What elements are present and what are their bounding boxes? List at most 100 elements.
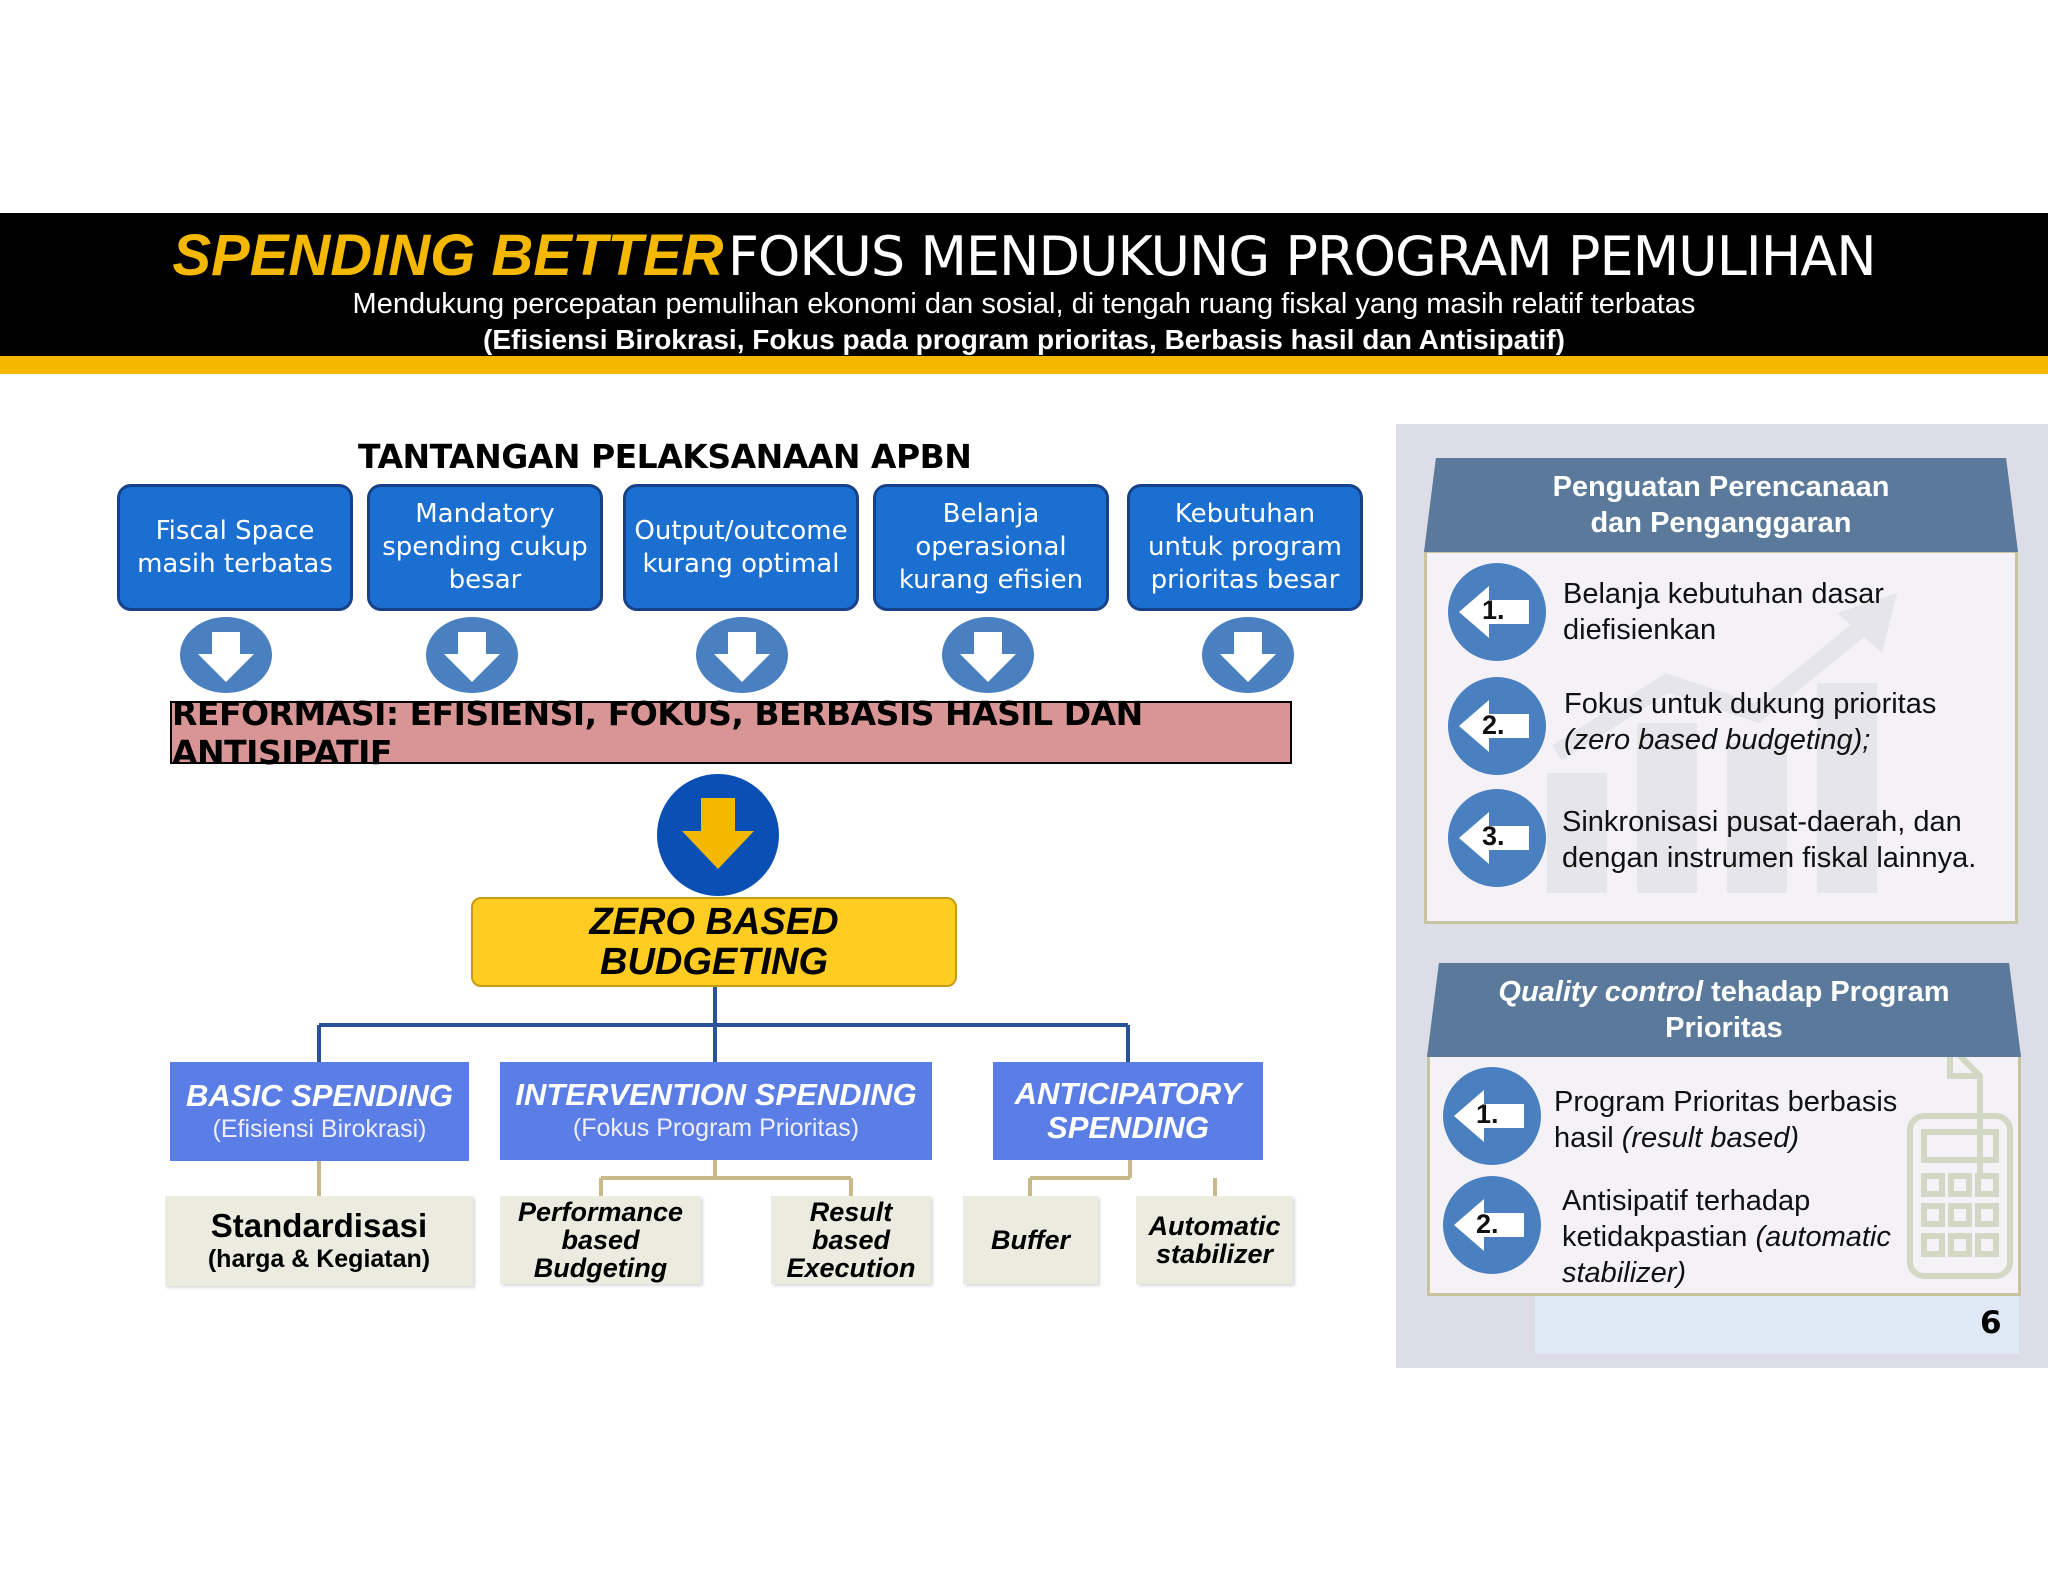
panel-header-perencanaan: Penguatan Perencanaan dan Penganggaran: [1424, 458, 2018, 552]
down-arrow-icon: [180, 617, 272, 693]
challenges-heading: TANTANGAN PELAKSANAAN APBN: [358, 437, 972, 476]
panel2-item-1-line1: Program Prioritas berbasis: [1554, 1086, 1898, 1118]
basic-spending-sub: (Efisiensi Birokrasi): [212, 1114, 427, 1143]
panel2-head-rest: tehadap Program: [1711, 976, 1950, 1008]
panel1-item-3: Sinkronisasi pusat-daerah, dan dengan in…: [1562, 804, 1976, 876]
standardisasi-box: Standardisasi (harga & Kegiatan): [165, 1196, 473, 1286]
anticipatory-spending-box: ANTICIPATORY SPENDING: [993, 1062, 1263, 1160]
panel2-head-italic: Quality control: [1498, 976, 1704, 1008]
panel1-item-2-line2: (zero based budgeting);: [1564, 724, 1871, 756]
panel2-item-1: Program Prioritas berbasis hasil (result…: [1554, 1084, 1897, 1156]
panel2-item-2-line2-plain: ketidakpastian: [1562, 1221, 1748, 1253]
result-based-execution-box: Result based Execution: [771, 1196, 931, 1284]
intervention-spending-box: INTERVENTION SPENDING (Fokus Program Pri…: [500, 1062, 932, 1160]
down-arrow-icon: [696, 617, 788, 693]
result-line1: Result: [809, 1197, 893, 1227]
anticipatory-spending-title-line1: ANTICIPATORY: [1014, 1076, 1242, 1111]
down-arrow-icon: [426, 617, 518, 693]
challenge-line: operasional: [915, 532, 1067, 562]
down-arrow-icon: [942, 617, 1034, 693]
performance-line1: Performance: [517, 1197, 684, 1227]
challenge-line: Belanja: [942, 499, 1040, 529]
panel1-item-1-line1: Belanja kebutuhan dasar: [1563, 578, 1884, 610]
panel1-item-number: 1.: [1482, 595, 1505, 625]
panel2-item-number: 2.: [1476, 1209, 1499, 1239]
panel2-head-line2: Prioritas: [1665, 1012, 1783, 1044]
standardisasi-title: Standardisasi: [210, 1207, 428, 1244]
anticipatory-spending-title-line2: SPENDING: [1047, 1110, 1209, 1145]
challenge-line: untuk program: [1148, 532, 1342, 562]
challenge-line: spending cukup: [382, 532, 588, 562]
title-rest: FOKUS MENDUKUNG PROGRAM PEMULIHAN: [727, 225, 1877, 288]
automatic-line1: Automatic: [1148, 1211, 1281, 1241]
standardisasi-sub: (harga & Kegiatan): [207, 1245, 431, 1273]
panel2-item-1-line2-italic: (result based): [1621, 1122, 1800, 1154]
panel1-item-2: Fokus untuk dukung prioritas (zero based…: [1564, 686, 1936, 758]
title-emphasis: SPENDING BETTER: [172, 223, 724, 288]
left-arrow-number-icon: [1448, 789, 1546, 887]
challenge-line: kurang optimal: [642, 548, 840, 579]
result-line2: based: [811, 1225, 891, 1255]
challenge-line: prioritas besar: [1150, 565, 1340, 595]
performance-line2: based: [561, 1225, 640, 1255]
panel1-item-number: 3.: [1482, 821, 1505, 851]
panel-footer-band: [1535, 1296, 2019, 1354]
panel1-head-line2: dan Penganggaran: [1590, 507, 1852, 539]
title-banner: [0, 213, 2048, 356]
left-arrow-number-icon: [1448, 563, 1546, 661]
buffer-box: Buffer: [963, 1196, 1098, 1284]
challenge-line: kurang efisien: [898, 565, 1084, 595]
down-arrow-icon: [1202, 617, 1294, 693]
subtitle: Mendukung percepatan pemulihan ekonomi d…: [352, 288, 1696, 320]
panel1-head-line1: Penguatan Perencanaan: [1552, 471, 1890, 503]
panel1-item-number: 2.: [1482, 710, 1505, 740]
growth-chart-watermark-icon: [1547, 593, 1897, 893]
intervention-spending-title: INTERVENTION SPENDING: [515, 1077, 917, 1112]
left-arrow-number-icon: [1443, 1176, 1541, 1274]
panel2-item-2-line1: Antisipatif terhadap: [1562, 1185, 1811, 1217]
buffer-label: Buffer: [990, 1225, 1070, 1255]
panel1-item-1-line2: diefisienkan: [1563, 614, 1717, 646]
automatic-stabilizer-box: Automatic stabilizer: [1136, 1196, 1293, 1284]
reform-bar: REFORMASI: EFISIENSI, FOKUS, BERBASIS HA…: [170, 694, 1292, 772]
subtitle-principles: (Efisiensi Birokrasi, Fokus pada program…: [483, 324, 1565, 355]
performance-line3: Budgeting: [533, 1253, 668, 1283]
page-title: SPENDING BETTER FOKUS MENDUKUNG PROGRAM …: [0, 222, 2048, 289]
left-arrow-number-icon: [1448, 677, 1546, 775]
zbb-line1: ZERO BASED: [589, 901, 839, 943]
page-number: 6: [1980, 1305, 2002, 1341]
title-underline-stripe: [0, 356, 2048, 374]
intervention-spending-sub: (Fokus Program Prioritas): [572, 1114, 860, 1142]
left-arrow-number-icon: [1443, 1067, 1541, 1165]
challenge-line: besar: [448, 565, 522, 595]
reform-label: REFORMASI: EFISIENSI, FOKUS, BERBASIS HA…: [172, 693, 1143, 772]
panel1-item-3-line2: dengan instrumen fiskal lainnya.: [1562, 842, 1977, 874]
challenge-line: Mandatory: [415, 499, 555, 529]
panel1-item-3-line1: Sinkronisasi pusat-daerah, dan: [1562, 806, 1962, 838]
challenge-line: masih terbatas: [137, 548, 333, 579]
performance-based-budgeting-box: Performance based Budgeting: [500, 1196, 701, 1284]
challenge-line: Kebutuhan: [1174, 499, 1316, 529]
panel1-item-1: Belanja kebutuhan dasar diefisienkan: [1563, 576, 1884, 648]
big-down-arrow-icon: [657, 774, 779, 896]
zero-based-budgeting-box: ZERO BASED BUDGETING: [471, 897, 957, 987]
panel2-item-1-line2-plain: hasil: [1554, 1122, 1614, 1154]
zbb-line2: BUDGETING: [600, 941, 828, 983]
basic-spending-title: BASIC SPENDING: [186, 1077, 453, 1113]
challenge-line: Output/outcome: [634, 515, 848, 546]
automatic-line2: stabilizer: [1155, 1239, 1274, 1269]
basic-spending-box: BASIC SPENDING (Efisiensi Birokrasi): [170, 1062, 469, 1161]
panel2-item-2-line2-italic: (automatic: [1755, 1221, 1891, 1253]
panel2-item-number: 1.: [1476, 1099, 1499, 1129]
panel-header-quality-control: Quality control tehadap Program Priorita…: [1427, 963, 2021, 1057]
panel2-item-2-line3-italic: stabilizer): [1562, 1257, 1687, 1289]
panel1-item-2-line1: Fokus untuk dukung prioritas: [1564, 688, 1937, 720]
panel2-item-2: Antisipatif terhadap ketidakpastian (aut…: [1562, 1183, 1891, 1291]
challenge-line: Fiscal Space: [155, 515, 315, 546]
result-line3: Execution: [786, 1253, 916, 1283]
